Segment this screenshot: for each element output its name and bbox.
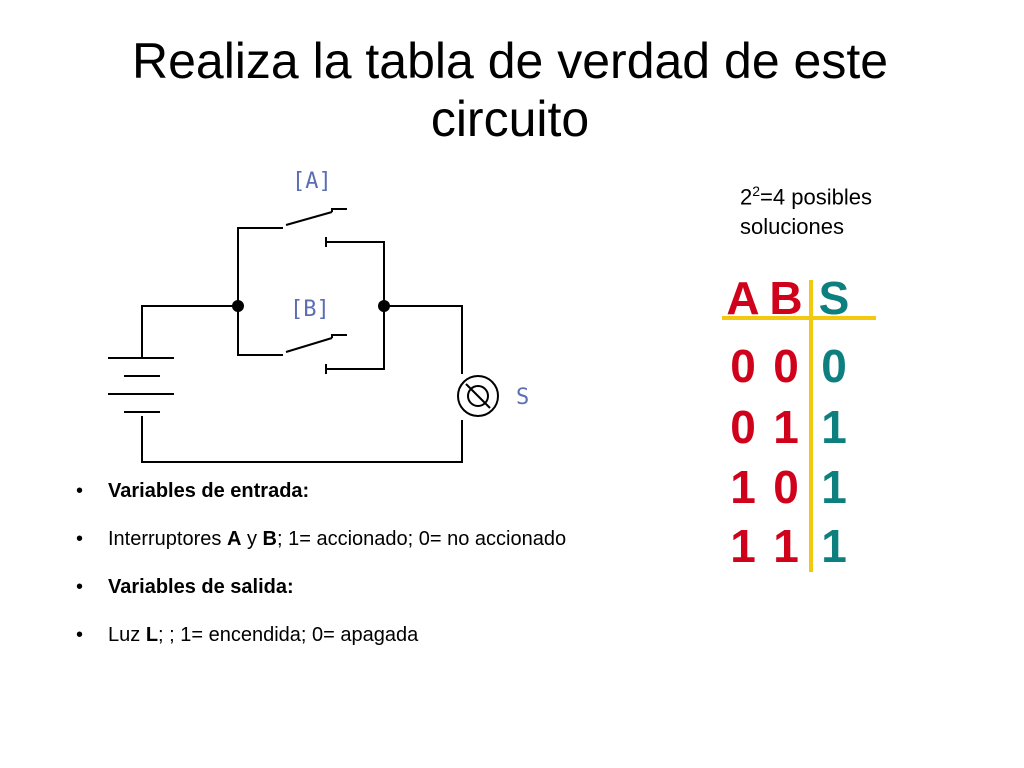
junction-right xyxy=(378,300,390,312)
switch-a-label: [A] xyxy=(292,169,332,194)
header-b: B xyxy=(769,272,802,324)
bullet-bold: B xyxy=(262,528,277,550)
truth-cell: 1 xyxy=(773,401,799,453)
bullet-item: Variables de salida: xyxy=(70,574,566,622)
truth-cell: 1 xyxy=(730,520,756,572)
bullet-item: Variables de entrada: xyxy=(70,478,566,526)
note-base: 2 xyxy=(740,184,753,210)
lamp-label: S xyxy=(516,385,529,410)
bullet-bold: A xyxy=(226,528,242,550)
bullet-item: Luz L; ; 1= encendida; 0= apagada xyxy=(70,622,566,670)
truth-cell: 0 xyxy=(821,340,847,392)
bullet-text: Variables de entrada: xyxy=(108,480,310,502)
truth-cell: 1 xyxy=(730,461,756,513)
truth-cell: 0 xyxy=(773,340,799,392)
header-s: S xyxy=(819,272,850,324)
truth-cell: 0 xyxy=(730,340,756,392)
bullet-bold: L xyxy=(145,624,159,646)
truth-cell: 1 xyxy=(821,461,847,513)
truth-cell: 1 xyxy=(773,520,799,572)
bullet-list: Variables de entrada: Interruptores A y … xyxy=(70,478,566,670)
page-title: Realiza la tabla de verdad de este circu… xyxy=(131,33,889,147)
truth-cell: 1 xyxy=(821,401,847,453)
note-exponent: 2 xyxy=(752,183,761,199)
truth-cell: 0 xyxy=(730,401,756,453)
circuit-wires xyxy=(108,208,499,463)
truth-cell: 1 xyxy=(821,520,847,572)
solutions-note: 22=4 posibles soluciones xyxy=(740,176,872,242)
bullet-text: y xyxy=(241,528,263,550)
switch-b-label: [B] xyxy=(290,297,330,322)
note-rest: =4 posibles xyxy=(760,184,872,210)
bullet-text: Interruptores xyxy=(108,528,227,550)
bullet-item: Interruptores A y B; 1= accionado; 0= no… xyxy=(70,526,566,574)
note-line2: soluciones xyxy=(740,214,844,240)
bullet-text: Luz xyxy=(108,624,146,646)
truth-cell: 0 xyxy=(773,461,799,513)
bullet-text: ; 1= accionado; 0= no accionado xyxy=(276,528,567,550)
bullet-text: Variables de salida: xyxy=(108,576,294,598)
junction-left xyxy=(232,300,244,312)
bullet-text: ; ; 1= encendida; 0= apagada xyxy=(158,624,419,646)
header-a: A xyxy=(726,272,759,324)
